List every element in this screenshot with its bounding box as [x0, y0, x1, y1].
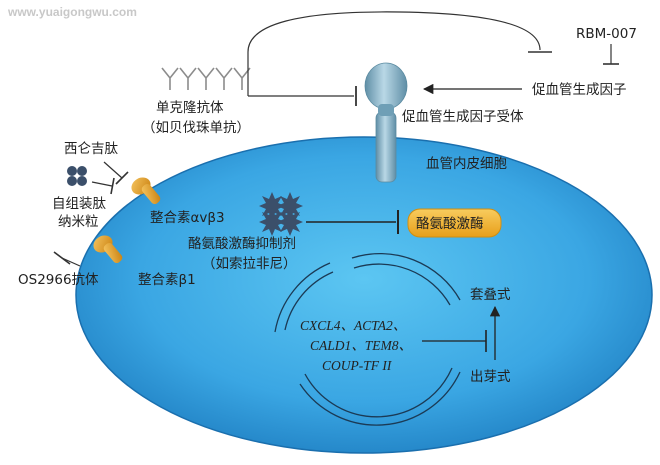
tyrosine-kinase-box	[407, 208, 502, 238]
sprouting-label: 出芽式	[470, 369, 511, 385]
intussusceptive-label: 套叠式	[470, 287, 511, 303]
endothelial-cell-label: 血管内皮细胞	[426, 156, 507, 172]
antibody-icon	[161, 67, 251, 90]
nanoparticle-inhibit-line	[91, 181, 113, 187]
tki-label-line1: 酪氨酸激酶抑制剂	[188, 236, 296, 252]
nanoparticle-inhibit-bar	[110, 177, 115, 195]
watermark-text: www.yuaigongwu.com	[7, 5, 137, 19]
mab-label-line2: （如贝伐珠单抗）	[142, 120, 250, 136]
mab-label-line1: 单克隆抗体	[156, 100, 224, 116]
integrin-avb3	[131, 177, 161, 205]
integrin-avb3-label: 整合素αvβ3	[150, 210, 225, 226]
cilengitide-label: 西仑吉肽	[64, 141, 118, 157]
nanoparticle-label-line2: 纳米粒	[58, 214, 99, 230]
os2966-label: OS2966抗体	[18, 272, 99, 288]
vegf-label: 促血管生成因子	[532, 82, 627, 98]
rbm007-label: RBM-007	[576, 26, 637, 42]
vegf-receptor	[364, 62, 408, 183]
integrin-b1	[93, 235, 123, 264]
endothelial-cell	[75, 136, 653, 454]
nanoparticle-label-line1: 自组装肽	[52, 196, 106, 212]
tki-label-line2: （如索拉非尼）	[202, 256, 297, 272]
cilengitide-inhibit-line	[103, 161, 123, 179]
genes-line1: CXCL4、ACTA2、	[300, 318, 406, 333]
vegf-receptor-label: 促血管生成因子受体	[402, 109, 524, 125]
feedback-arc	[247, 11, 541, 53]
genes-line2: CALD1、TEM8、	[310, 338, 412, 353]
genes-line3: COUP-TF II	[322, 358, 393, 373]
nucleus	[274, 252, 461, 426]
tyrosine-kinase-label: 酪氨酸激酶	[416, 216, 484, 232]
os2966-inhibit-bar	[53, 251, 71, 265]
nanoparticle-icon	[67, 166, 87, 186]
integrin-b1-label: 整合素β1	[138, 272, 196, 288]
tki-icon	[259, 192, 303, 236]
cilengitide-inhibit-bar	[115, 171, 129, 185]
